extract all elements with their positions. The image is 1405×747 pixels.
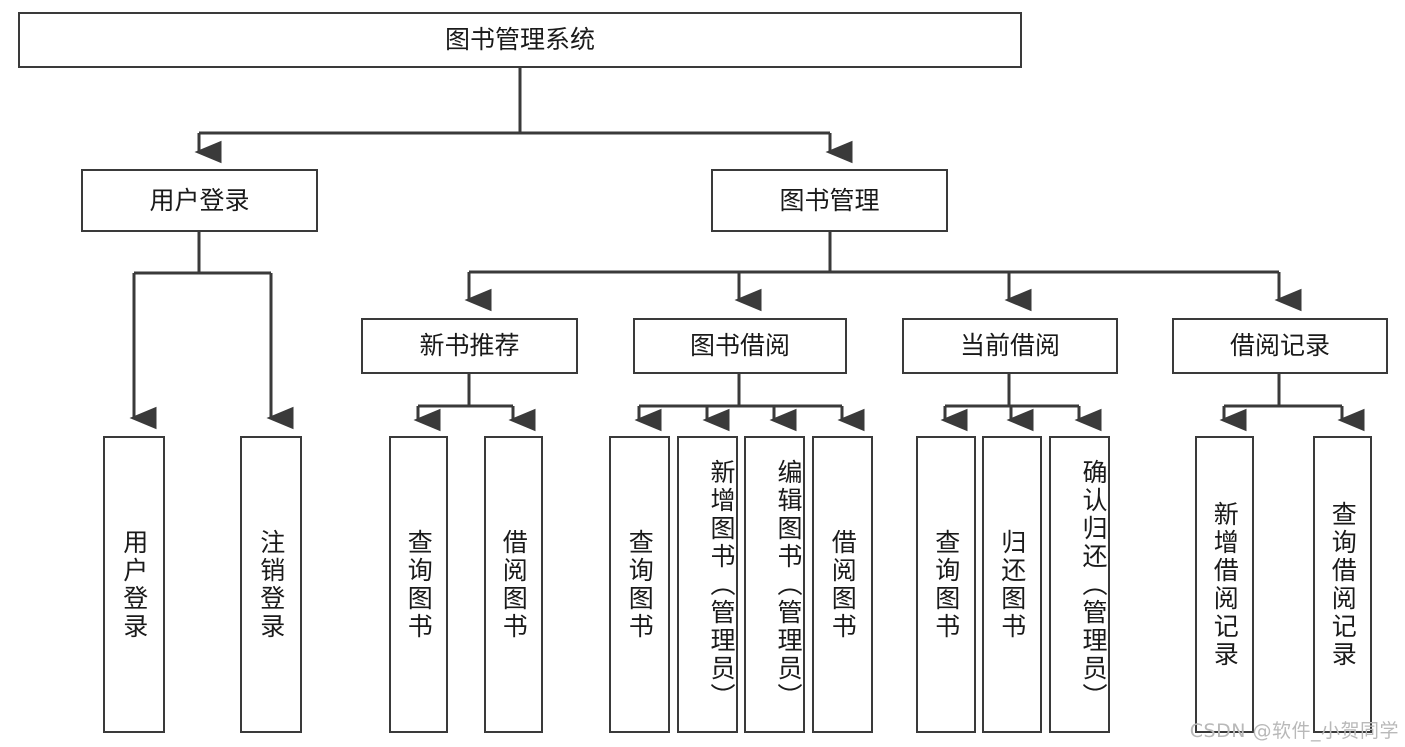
- node-current-borrow[interactable]: 当前借阅: [902, 318, 1118, 374]
- node-borrow-record-label: 借阅记录: [1229, 331, 1330, 361]
- node-leaf-logout[interactable]: 注销登录: [240, 436, 302, 733]
- node-user-login-label: 用户登录: [149, 185, 250, 215]
- node-leaf-query-book-3[interactable]: 查询图书: [916, 436, 976, 733]
- node-leaf-user-login-label: 用户登录: [119, 528, 149, 641]
- node-leaf-edit-book-label: 编辑图书（管理员）: [774, 458, 803, 711]
- node-root[interactable]: 图书管理系统: [18, 12, 1022, 68]
- node-leaf-user-login[interactable]: 用户登录: [103, 436, 165, 733]
- node-leaf-add-book-label: 新增图书（管理员）: [707, 458, 736, 711]
- node-leaf-confirm-return-label: 确认归还（管理员）: [1079, 458, 1108, 711]
- node-book-borrow[interactable]: 图书借阅: [633, 318, 847, 374]
- node-new-book-recommend[interactable]: 新书推荐: [361, 318, 578, 374]
- node-leaf-edit-book[interactable]: 编辑图书（管理员）: [744, 436, 805, 733]
- node-leaf-borrow-book-2-label: 借阅图书: [828, 528, 858, 641]
- node-leaf-add-record-label: 新增借阅记录: [1210, 500, 1240, 669]
- node-book-manage-label: 图书管理: [779, 185, 880, 215]
- node-leaf-borrow-book-2[interactable]: 借阅图书: [812, 436, 873, 733]
- node-book-manage[interactable]: 图书管理: [711, 169, 948, 232]
- node-leaf-return-book-label: 归还图书: [997, 528, 1027, 641]
- node-book-borrow-label: 图书借阅: [689, 331, 790, 361]
- node-new-book-recommend-label: 新书推荐: [419, 331, 520, 361]
- node-borrow-record[interactable]: 借阅记录: [1172, 318, 1388, 374]
- node-leaf-query-book-1[interactable]: 查询图书: [389, 436, 448, 733]
- node-leaf-query-book-2-label: 查询图书: [625, 528, 655, 641]
- node-leaf-add-record[interactable]: 新增借阅记录: [1195, 436, 1254, 733]
- node-leaf-query-record[interactable]: 查询借阅记录: [1313, 436, 1372, 733]
- node-root-label: 图书管理系统: [444, 25, 595, 55]
- node-leaf-logout-label: 注销登录: [256, 528, 286, 641]
- node-leaf-borrow-book-1-label: 借阅图书: [499, 528, 529, 641]
- node-current-borrow-label: 当前借阅: [959, 331, 1060, 361]
- node-leaf-return-book[interactable]: 归还图书: [982, 436, 1042, 733]
- node-leaf-borrow-book-1[interactable]: 借阅图书: [484, 436, 543, 733]
- node-leaf-add-book[interactable]: 新增图书（管理员）: [677, 436, 738, 733]
- node-leaf-query-book-3-label: 查询图书: [931, 528, 961, 641]
- node-leaf-confirm-return[interactable]: 确认归还（管理员）: [1049, 436, 1110, 733]
- node-leaf-query-record-label: 查询借阅记录: [1328, 500, 1358, 669]
- node-leaf-query-book-2[interactable]: 查询图书: [609, 436, 670, 733]
- node-leaf-query-book-1-label: 查询图书: [404, 528, 434, 641]
- node-user-login[interactable]: 用户登录: [81, 169, 318, 232]
